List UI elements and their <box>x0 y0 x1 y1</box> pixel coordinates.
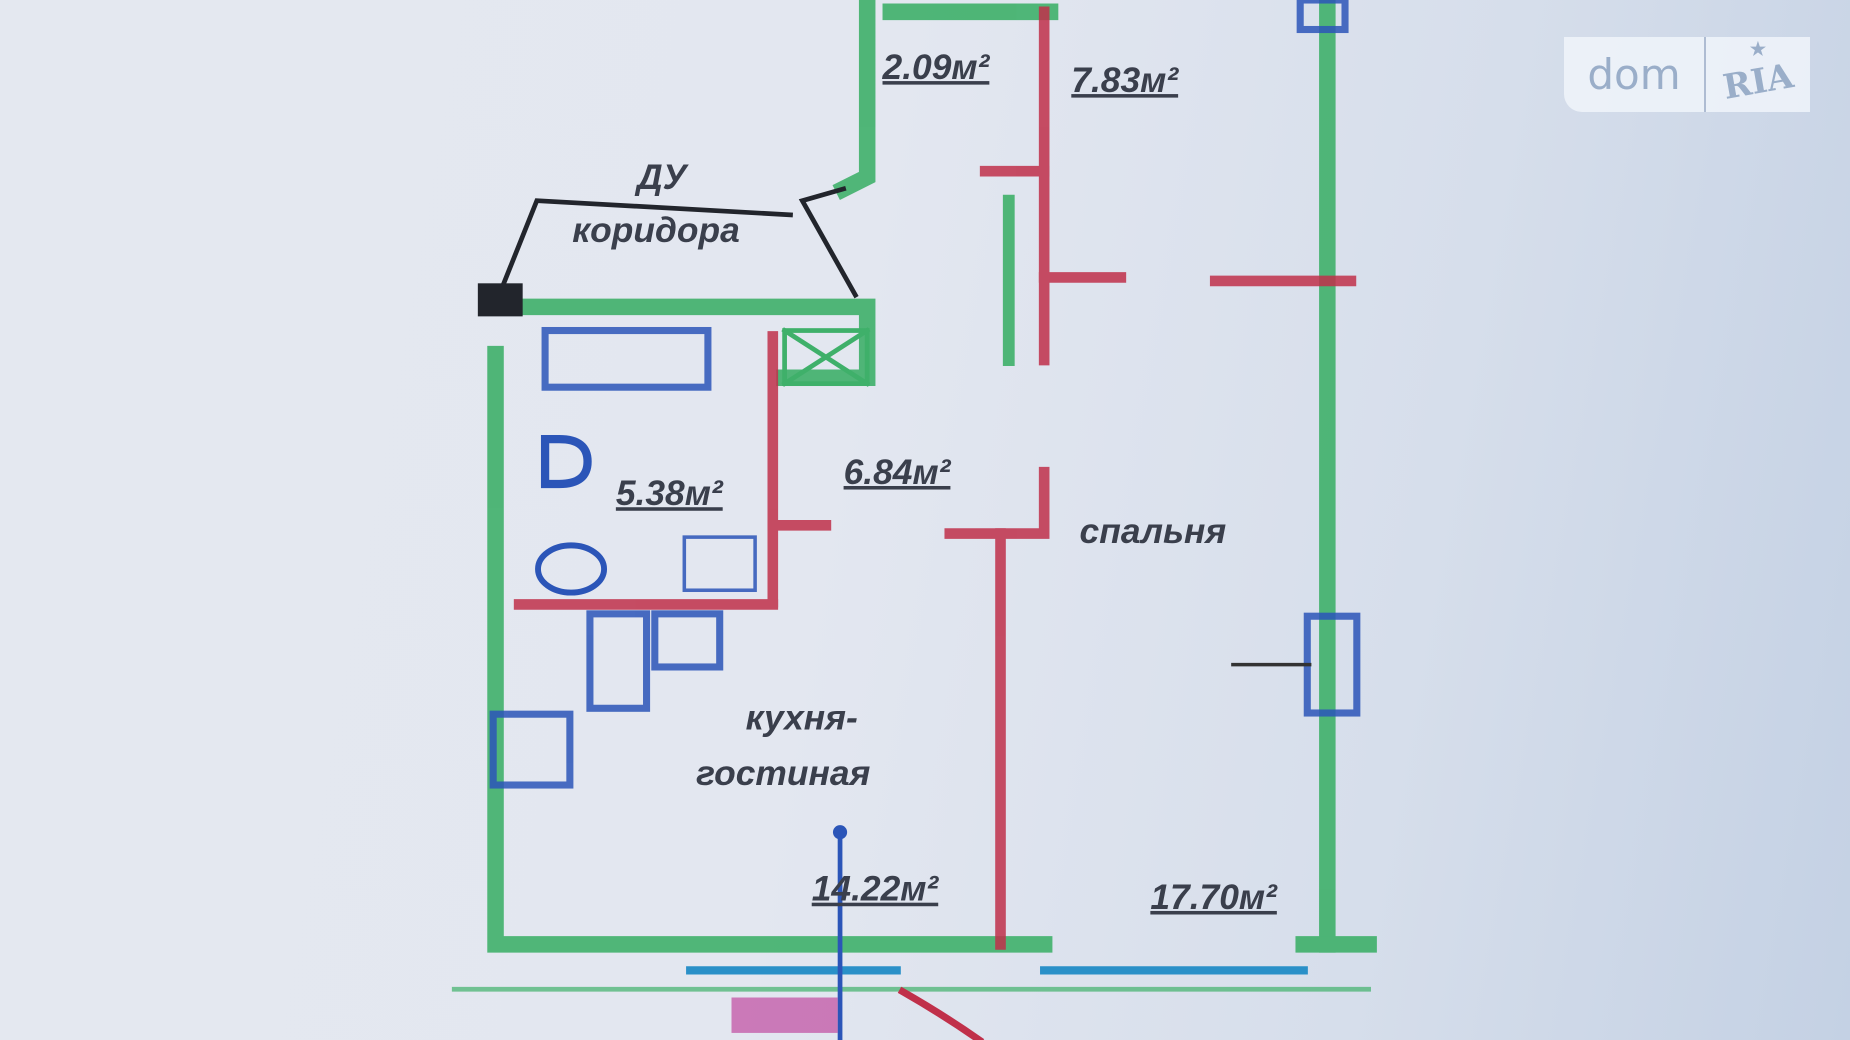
shaft-cross <box>781 327 871 387</box>
kitchen-name-1: кухня- <box>746 698 858 738</box>
toilet-icon <box>540 435 592 489</box>
bedroom-area: 17.70м² <box>1150 877 1278 917</box>
inner-walls <box>513 6 1357 950</box>
logo-ria-text: RIA <box>1719 56 1797 108</box>
hall-area: 6.84м² <box>844 452 952 492</box>
kitchen-name-2: гостиная <box>696 753 870 793</box>
bedroom-name: спальня <box>1080 511 1227 551</box>
shaft-label: ДУ <box>634 157 690 197</box>
logo-dom: dom <box>1564 37 1706 112</box>
domria-watermark-logo: dom ★ RIA <box>1564 37 1810 112</box>
storage-area: 2.09м² <box>882 47 991 87</box>
room-top-area: 7.83м² <box>1071 60 1179 100</box>
shaft-outline <box>498 198 793 293</box>
sink-icon <box>535 542 608 596</box>
logo-ria: ★ RIA <box>1706 37 1810 112</box>
kitchen-area: 14.22м² <box>812 869 940 909</box>
fixtures <box>489 0 1361 789</box>
shaft-label-corridor: коридора <box>572 210 740 250</box>
outer-walls <box>487 0 1377 953</box>
bathroom-area: 5.38м² <box>616 473 724 513</box>
star-icon: ★ <box>1749 39 1767 60</box>
